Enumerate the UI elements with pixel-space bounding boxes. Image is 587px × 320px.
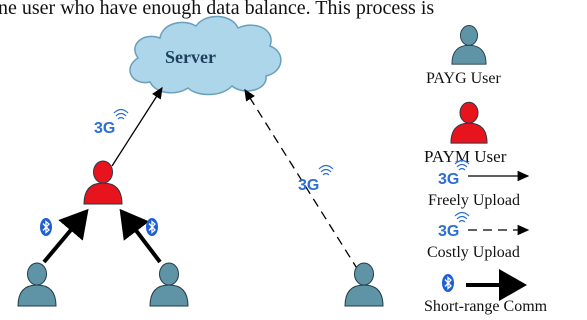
- legend-short-range-label: Short-range Comm: [424, 298, 548, 315]
- header-partial-text: ne user who have enough data balance. Th…: [0, 0, 434, 19]
- legend: PAYG User PAYM User 3G Freely Upload 3G …: [424, 25, 548, 315]
- signal-waves-icon: [318, 164, 334, 176]
- upload-link-3g-label: 3G: [94, 120, 115, 137]
- legend-payg-icon: [451, 25, 487, 65]
- legend-paym-icon: [450, 101, 488, 144]
- server-cloud: Server: [129, 15, 282, 96]
- legend-costly-upload-3g: 3G: [438, 223, 459, 240]
- payg-user-icon: [344, 262, 384, 307]
- legend-free-upload-label: Freely Upload: [428, 192, 520, 209]
- server-label: Server: [165, 47, 216, 67]
- costly-link-payg-to-server: [244, 88, 359, 271]
- legend-free-upload-3g: 3G: [438, 171, 459, 188]
- payg-user-icon: [17, 262, 57, 307]
- costly-link-3g-label: 3G: [298, 177, 319, 194]
- short-range-link-right: [119, 208, 162, 264]
- signal-waves-icon: [113, 108, 129, 120]
- signal-waves-icon: [454, 211, 470, 223]
- legend-payg-label: PAYG User: [426, 70, 502, 87]
- payg-user-icon: [149, 262, 189, 307]
- upload-link-paym-to-server: [111, 86, 163, 167]
- legend-costly-upload-label: Costly Upload: [427, 244, 520, 261]
- paym-user-icon: [83, 160, 123, 205]
- bluetooth-icon: [39, 217, 53, 237]
- short-range-link-left: [42, 208, 89, 264]
- legend-bluetooth-icon: [441, 273, 455, 293]
- bluetooth-icon: [145, 217, 159, 237]
- legend-paym-label: PAYM User: [424, 147, 507, 166]
